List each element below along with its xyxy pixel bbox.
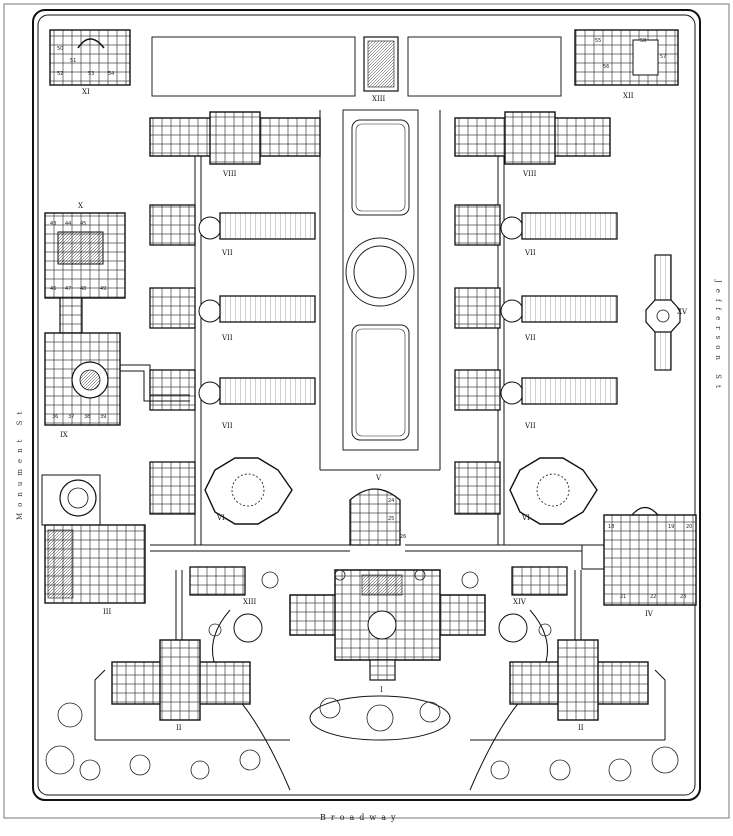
label-xi: XI <box>82 88 90 96</box>
building-vii-right-2: VII <box>455 288 617 342</box>
room-46: 46 <box>50 286 56 292</box>
street-label-left: Monument St <box>16 406 24 520</box>
building-i: I <box>290 570 485 694</box>
label-xii: XII <box>623 92 634 100</box>
room-54: 54 <box>108 71 114 77</box>
label-vii-l1: VII <box>221 249 233 257</box>
label-viii-left: VIII <box>222 170 237 178</box>
building-xii: 55 56 57 58 XII <box>575 30 678 100</box>
label-xv: XV <box>677 308 688 316</box>
building-vii-left-3: VII <box>150 370 315 430</box>
room-53: 53 <box>88 71 94 77</box>
label-x: X <box>78 202 83 210</box>
room-22: 22 <box>650 594 656 600</box>
building-vii-left-1: VII <box>150 205 315 257</box>
room-43: 43 <box>50 221 56 227</box>
building-viii-right: VIII <box>455 112 610 178</box>
central-garden <box>343 110 418 450</box>
building-vii-right-1: VII <box>455 205 617 257</box>
room-36: 36 <box>52 414 58 420</box>
room-19: 19 <box>668 524 674 530</box>
room-39: 39 <box>100 414 106 420</box>
label-iv: IV <box>645 610 654 618</box>
building-xiv: XIII <box>364 37 398 103</box>
room-24: 24 <box>388 498 394 504</box>
room-20: 20 <box>686 524 692 530</box>
label-vii-r3: VII <box>524 422 536 430</box>
building-vii-left-2: VII <box>150 288 315 342</box>
label-vi-right: VI <box>521 514 530 522</box>
building-viii-left: VIII <box>150 112 320 178</box>
building-iii: III <box>42 475 145 616</box>
label-xiii-left: XIII <box>243 598 257 606</box>
label-vii-r2: VII <box>524 334 536 342</box>
label-i: I <box>380 686 383 694</box>
room-25: 25 <box>388 516 394 522</box>
label-ii-left: II <box>176 724 182 732</box>
room-26: 26 <box>400 534 406 540</box>
building-iv: 18 19 20 21 22 23 IV <box>582 508 696 619</box>
building-x: 43 44 45 46 47 48 49 X <box>45 202 125 333</box>
room-49: 49 <box>100 286 106 292</box>
room-55: 55 <box>595 38 601 44</box>
label-vii-l3: VII <box>221 422 233 430</box>
room-45: 45 <box>80 221 86 227</box>
lawn-top-right <box>408 37 561 96</box>
lawn-top-left <box>152 37 355 96</box>
room-18: 18 <box>608 524 614 530</box>
room-47: 47 <box>65 286 71 292</box>
room-58: 58 <box>640 38 646 44</box>
building-xiii-right: XIV <box>512 567 567 606</box>
label-iii: III <box>103 608 112 616</box>
label-v: V <box>375 474 382 482</box>
label-xiii-right: XIV <box>513 598 527 606</box>
street-label-right: Jefferson St <box>714 279 722 394</box>
room-52: 52 <box>57 71 63 77</box>
label-viii-right: VIII <box>522 170 537 178</box>
building-vii-right-3: VII <box>455 370 617 430</box>
room-21: 21 <box>620 594 626 600</box>
label-ii-right: II <box>578 724 584 732</box>
room-23: 23 <box>680 594 686 600</box>
room-56: 56 <box>603 64 609 70</box>
label-vii-l2: VII <box>221 334 233 342</box>
room-50: 50 <box>57 46 63 52</box>
building-xiii-left: XIII <box>190 567 257 606</box>
room-38: 38 <box>84 414 90 420</box>
building-xv: XV <box>646 255 688 370</box>
building-v: V 24 25 26 <box>350 474 406 545</box>
street-label-bottom: Broadway <box>320 813 401 822</box>
label-vii-r1: VII <box>524 249 536 257</box>
room-48: 48 <box>80 286 86 292</box>
room-51: 51 <box>70 58 76 64</box>
room-57: 57 <box>660 54 666 60</box>
label-ix: IX <box>60 431 68 439</box>
room-44: 44 <box>65 221 71 227</box>
building-xi: 50 51 52 53 54 XI <box>50 30 130 96</box>
building-vi-left: VI <box>150 458 292 524</box>
label-vi-left: VI <box>216 514 225 522</box>
label-xiv: XIII <box>372 95 386 103</box>
building-vi-right: VI <box>455 458 597 524</box>
room-37: 37 <box>68 414 74 420</box>
